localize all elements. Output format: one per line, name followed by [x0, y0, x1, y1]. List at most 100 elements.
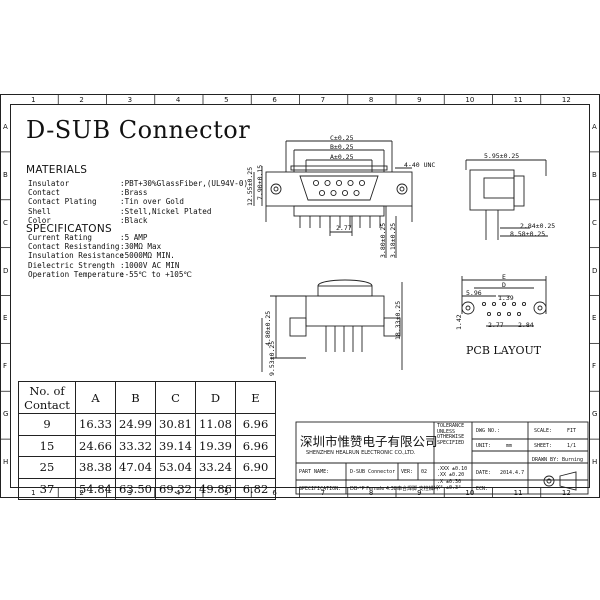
frame-row-label: C [3, 218, 8, 227]
cell-c: 69.32 [155, 477, 196, 500]
dim-a-label: A±0.25 [330, 153, 354, 161]
title-block-frame [295, 421, 589, 495]
frame-column-label: 11 [513, 96, 523, 104]
spec-label: Contact Plating [28, 197, 97, 207]
frame-row-label: B [3, 170, 8, 179]
specifications-heading: SPECIFICATONS [26, 223, 112, 235]
top-view-drawing [253, 140, 413, 258]
front-1833-label: 18.33±0.25 [394, 300, 402, 340]
materials-heading: MATERIALS [26, 164, 88, 176]
spec-label: Contact Resistanding [28, 242, 120, 252]
spec-value: :Brass [120, 188, 148, 198]
spec-row: Shell:Stell,Nickel Plated [28, 207, 211, 216]
ver-label: VER: [401, 469, 414, 475]
pcb-hole [486, 311, 492, 317]
table-header-b: B [115, 381, 156, 414]
cell-a: 16.33 [75, 413, 116, 436]
frame-column-label: 9 [417, 96, 422, 104]
scale-label: SCALE: [534, 428, 553, 434]
date-value: 2014.4.7 [500, 470, 525, 476]
pcb-hole [481, 301, 487, 307]
pin-hole [347, 179, 354, 187]
frame-row-label: C [592, 218, 597, 227]
spec-row: Contact Plating :Tin over Gold [28, 197, 184, 206]
pcb-hole [496, 311, 502, 317]
cell-b: 24.99 [115, 413, 156, 436]
table-header-contact: No. of Contact [18, 381, 76, 414]
frame-row-label: G [592, 410, 598, 419]
table-header-e: E [235, 381, 276, 414]
spec-row: Dielectric Strength:1000V AC MIN [28, 261, 179, 270]
pcb-hole [521, 301, 527, 307]
spec-value: :5000MΩ MIN. [120, 251, 175, 261]
dim-380-label: 3.80±0.25 [379, 222, 387, 258]
dim-h2-label: 7.90±0.15 [256, 164, 264, 200]
frame-row-label: G [3, 410, 9, 419]
drawn-by-value: Burning [562, 457, 584, 463]
page-title: D-SUB Connector [26, 116, 251, 144]
cell-a: 54.84 [75, 477, 116, 500]
frame-row-label: E [592, 314, 597, 323]
pcb-e-label: E [502, 273, 506, 281]
table-row: 15 24.66 33.32 39.14 19.39 6.96 [18, 434, 276, 457]
spec-label: Insulation Resistance [28, 251, 125, 261]
frame-column-label: 10 [465, 96, 475, 104]
frame-column-label: 12 [561, 489, 571, 497]
pcb-hole [516, 311, 522, 317]
table-row: 9 16.33 24.99 30.81 11.08 6.96 [18, 413, 276, 436]
header-no-of: No. of [29, 383, 65, 398]
pin-hole [312, 179, 320, 187]
header-contact: Contact [24, 397, 70, 412]
dim-277-label: 2.77 [336, 224, 352, 232]
part-name-label: PART NAME: [299, 469, 330, 475]
frame-row-label: F [592, 362, 597, 371]
pcb-hole [501, 301, 507, 307]
spec-value: :5 AMP [120, 233, 148, 242]
frame-column-label: 12 [561, 96, 571, 104]
cell-contact: 25 [18, 456, 76, 479]
cell-b: 33.32 [115, 434, 156, 457]
spec-row: Insulator:PBT+30%GlassFiber,(UL94V-0) [28, 179, 248, 188]
cell-d: 49.86 [195, 477, 236, 500]
pcb-596-label: 5.96 [466, 289, 482, 297]
frame-row-label: F [3, 362, 8, 371]
spec-label: Contact [28, 188, 61, 198]
pcb-hole [506, 311, 512, 317]
pcb-hole [491, 301, 497, 307]
pcb-284-label: 2.84 [518, 321, 534, 329]
cell-contact: 15 [18, 434, 76, 457]
pin-hole [318, 189, 326, 197]
front-953-label: 9.53±0.25 [268, 340, 276, 376]
frame-column-label: 2 [79, 96, 84, 104]
spec-label: Operation Temperature [28, 269, 125, 279]
cell-contact: 37 [18, 477, 76, 500]
cell-e: 6.82 [235, 477, 276, 500]
cell-e: 6.96 [235, 413, 276, 436]
frame-column-label: 7 [320, 489, 326, 497]
pin-hole [330, 189, 337, 197]
spec-label: Current Rating [28, 233, 93, 242]
frame-column-label: 7 [320, 96, 326, 104]
cell-d: 11.08 [195, 413, 236, 436]
scale-value: FIT [567, 428, 577, 434]
frame-column-label: 3 [127, 96, 133, 104]
spec-row: Contact :Brass [28, 188, 147, 197]
table-header-a: A [75, 381, 116, 414]
pin-hole [341, 189, 349, 197]
frame-column-label: 1 [31, 96, 36, 104]
spec-value: :-55℃ to +105℃ [120, 269, 192, 279]
table-row: 37 54.84 63.50 69.32 49.86 6.82 [18, 477, 276, 500]
spec-label: Insulator [28, 179, 70, 188]
frame-row-label: H [592, 458, 598, 467]
frame-row-label: A [3, 122, 8, 131]
pcb-layout-caption: PCB LAYOUT [466, 344, 542, 357]
cell-a: 38.38 [75, 456, 116, 479]
spec-value: :Black [120, 215, 148, 225]
spec-label: Color [28, 215, 51, 225]
specification-value: DB-*P Female 4.38串合焊脚 支柱鳞片 [350, 486, 439, 492]
unit-label: UNIT: [476, 443, 492, 449]
spec-value: :Tin over Gold [120, 197, 185, 207]
side-858-label: 8.58±0.25 [510, 230, 546, 238]
spec-row: Current Rating :5 AMP [28, 233, 147, 242]
